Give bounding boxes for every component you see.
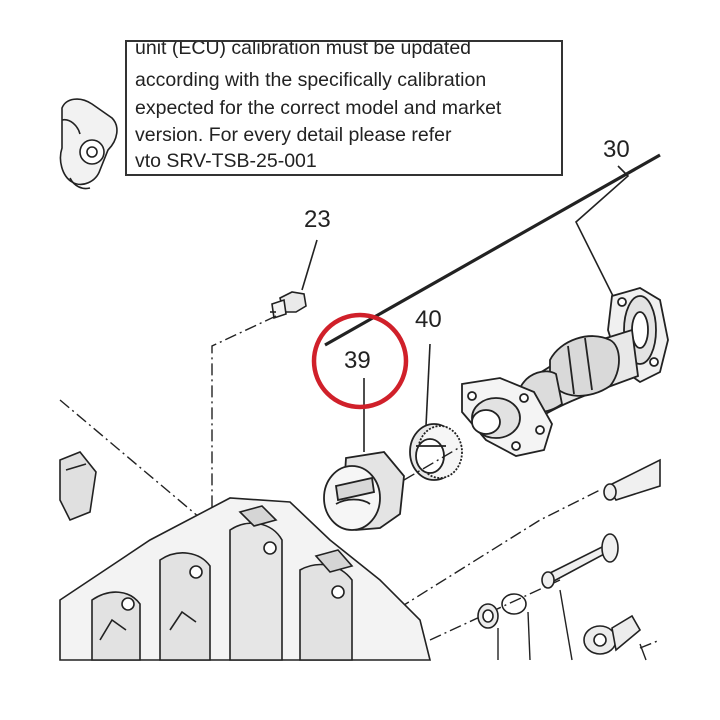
- callout-23: 23: [304, 206, 331, 233]
- note-line-3: expected for the correct model and marke…: [135, 97, 502, 119]
- callout-39: 39: [344, 347, 371, 374]
- leader-23: [301, 239, 318, 291]
- part-39-cap: [323, 451, 405, 531]
- part-23-bolt: [270, 291, 307, 320]
- valve-seal-parts: [477, 593, 642, 655]
- leader-30: [575, 165, 630, 301]
- leader-lines-bottom: [497, 589, 647, 661]
- callout-30: 30: [603, 136, 630, 163]
- rocker-arm-fragment: [59, 98, 118, 190]
- note-line-1: unit (ECU) calibration must be updated: [135, 40, 472, 59]
- note-line-4: version. For every detail please refer: [135, 124, 452, 146]
- camshaft: [461, 287, 669, 457]
- clamp-fragment: [59, 451, 97, 522]
- tappet-pin: [603, 458, 661, 501]
- note-line-2: according with the specifically calibrat…: [135, 69, 487, 91]
- service-note-box: unit (ECU) calibration must be updated a…: [125, 40, 563, 176]
- callout-40: 40: [415, 306, 442, 333]
- leader-40: [425, 343, 431, 427]
- valve: [541, 533, 619, 589]
- camshaft-axis-line: [324, 153, 661, 347]
- highlight-circle-39: [311, 312, 409, 410]
- cylinder-head: [59, 497, 432, 661]
- note-line-5: vto SRV-TSB-25-001: [135, 150, 317, 172]
